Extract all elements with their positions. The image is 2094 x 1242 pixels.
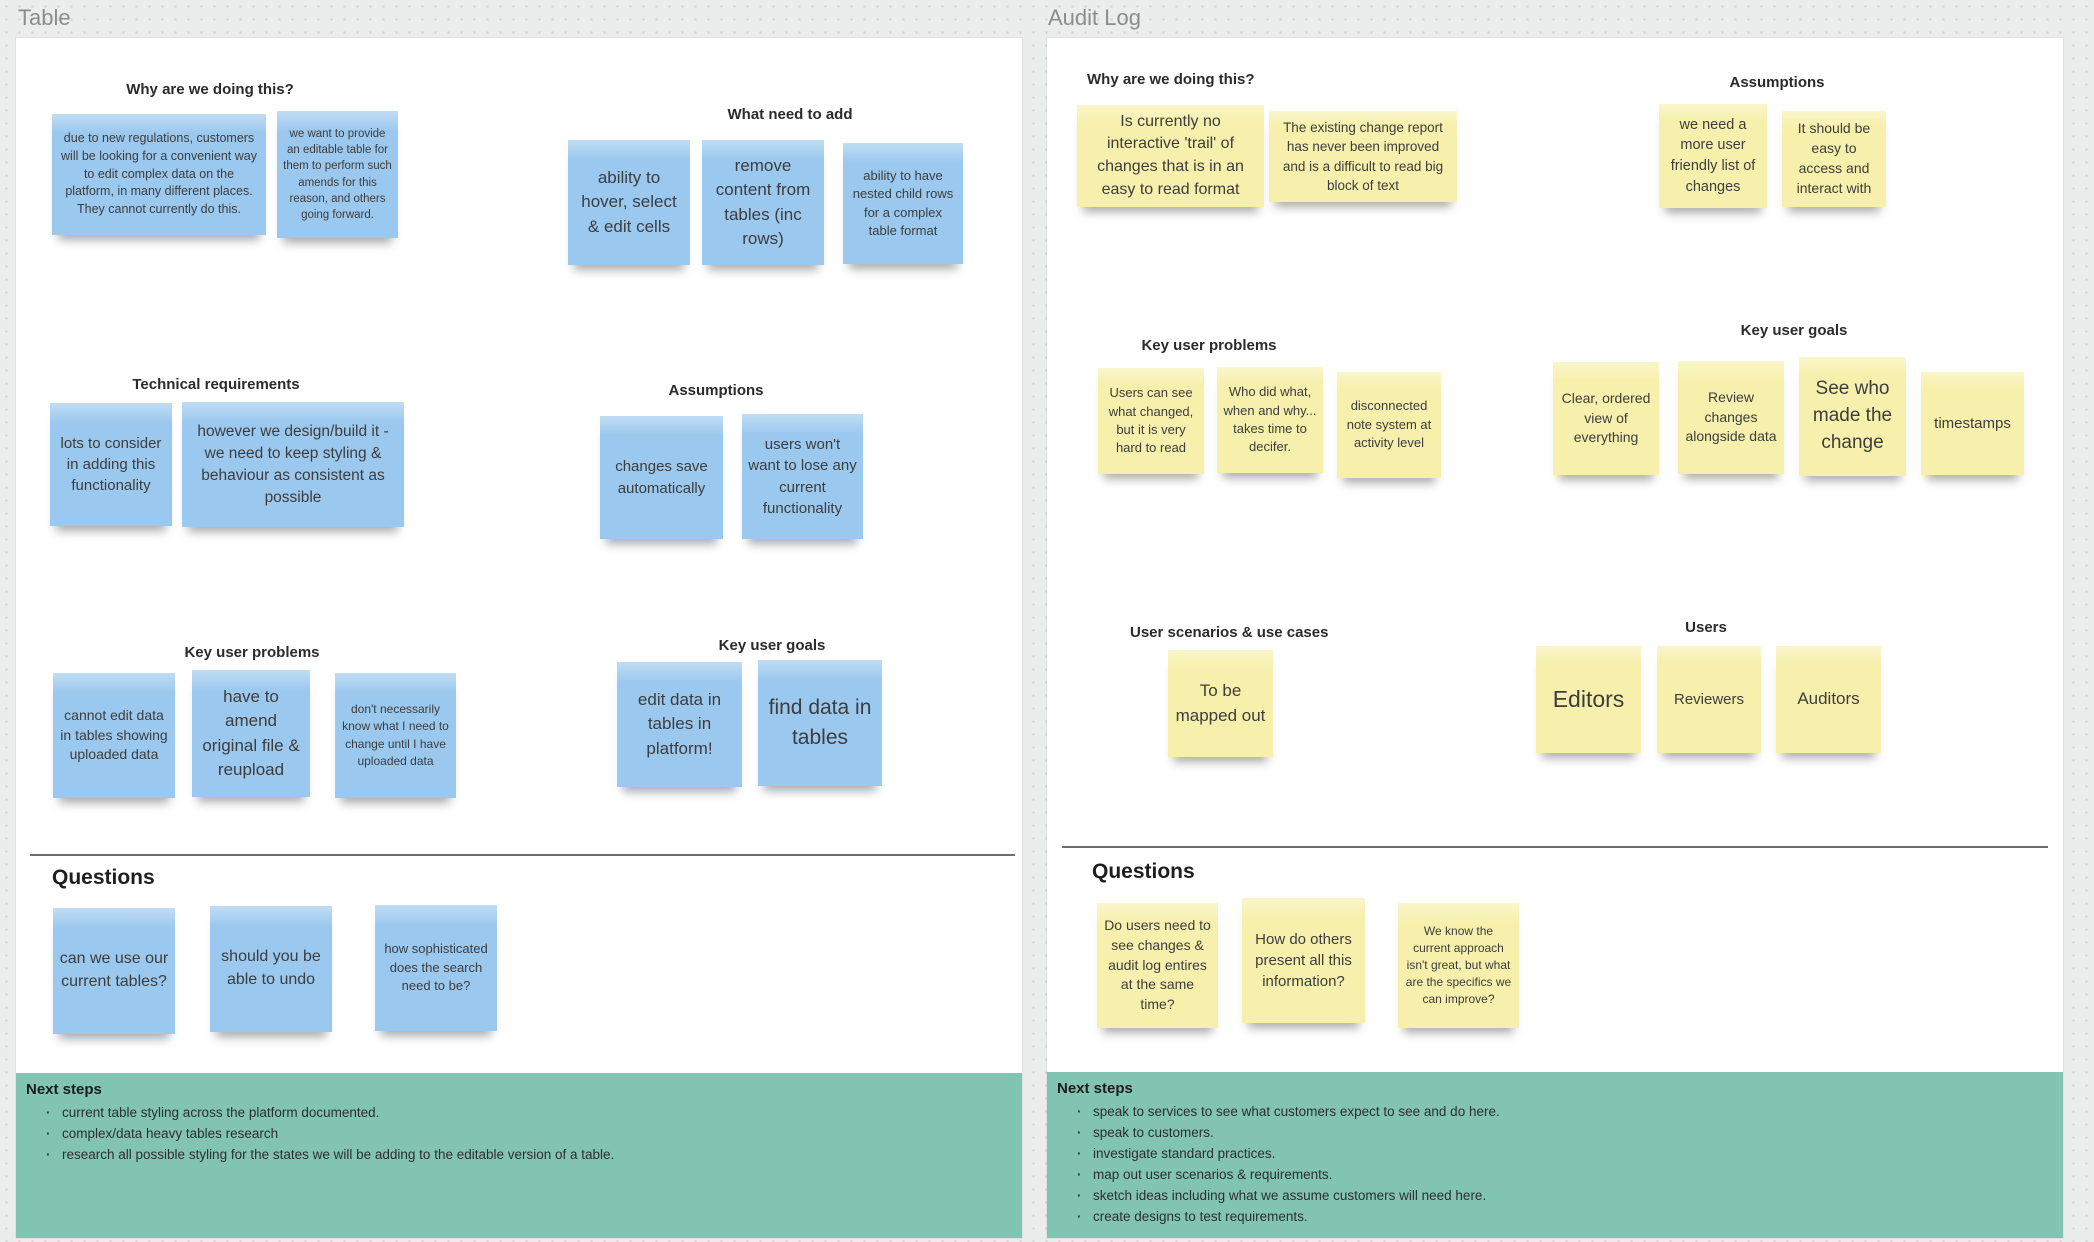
- note-audit-goal-2[interactable]: Review changes alongside data: [1678, 361, 1784, 474]
- note-table-question-1[interactable]: can we use our current tables?: [53, 908, 175, 1034]
- note-table-question-3[interactable]: how sophisticated does the search need t…: [375, 905, 497, 1031]
- note-audit-why-1[interactable]: Is currently no interactive 'trail' of c…: [1077, 105, 1264, 207]
- heading-audit-next-steps: Next steps: [1057, 1080, 1133, 1097]
- divider-table-questions[interactable]: [30, 854, 1015, 856]
- note-table-problem-3[interactable]: don't necessarily know what I need to ch…: [335, 673, 456, 798]
- note-table-why-1[interactable]: due to new regulations, customers will b…: [52, 114, 266, 235]
- heading-audit-why[interactable]: Why are we doing this?: [1087, 71, 1255, 88]
- heading-table-what-add[interactable]: What need to add: [727, 106, 853, 123]
- next-step-item: map out user scenarios & requirements.: [1077, 1164, 2051, 1185]
- frame-audit-log[interactable]: [1047, 38, 2063, 1238]
- panel-audit-next-steps[interactable]: Next steps speak to services to see what…: [1047, 1072, 2063, 1238]
- note-audit-goal-1[interactable]: Clear, ordered view of everything: [1553, 362, 1659, 475]
- note-table-goal-1[interactable]: edit data in tables in platform!: [617, 662, 742, 787]
- note-table-question-2[interactable]: should you be able to undo: [210, 906, 332, 1032]
- note-audit-user-auditors[interactable]: Auditors: [1776, 646, 1881, 753]
- list-audit-next-steps: speak to services to see what customers …: [1057, 1101, 2051, 1227]
- note-table-add-3[interactable]: ability to have nested child rows for a …: [843, 143, 963, 264]
- heading-table-assumptions[interactable]: Assumptions: [668, 382, 764, 399]
- note-table-assumption-1[interactable]: changes save automatically: [600, 416, 723, 539]
- note-table-tech-1[interactable]: lots to consider in adding this function…: [50, 403, 172, 526]
- note-audit-why-2[interactable]: The existing change report has never bee…: [1269, 111, 1457, 202]
- note-audit-user-reviewers[interactable]: Reviewers: [1657, 646, 1761, 753]
- next-step-item: complex/data heavy tables research: [46, 1123, 1010, 1144]
- heading-table-questions[interactable]: Questions: [52, 866, 155, 889]
- note-audit-problem-1[interactable]: Users can see what changed, but it is ve…: [1098, 368, 1204, 474]
- note-audit-assumption-2[interactable]: It should be easy to access and interact…: [1782, 111, 1886, 207]
- next-step-item: investigate standard practices.: [1077, 1143, 2051, 1164]
- panel-table-next-steps[interactable]: Next steps current table styling across …: [16, 1073, 1022, 1238]
- heading-audit-questions[interactable]: Questions: [1092, 860, 1195, 883]
- frame-title-table[interactable]: Table: [18, 5, 71, 30]
- note-audit-question-1[interactable]: Do users need to see changes & audit log…: [1097, 903, 1218, 1028]
- next-step-item: speak to services to see what customers …: [1077, 1101, 2051, 1122]
- heading-table-problems[interactable]: Key user problems: [184, 644, 320, 661]
- heading-table-goals[interactable]: Key user goals: [718, 637, 826, 654]
- note-audit-assumption-1[interactable]: we need a more user friendly list of cha…: [1659, 104, 1767, 208]
- note-audit-goal-3[interactable]: See who made the change: [1799, 357, 1906, 476]
- list-table-next-steps: current table styling across the platfor…: [26, 1102, 1010, 1165]
- next-step-item: research all possible styling for the st…: [46, 1144, 1010, 1165]
- note-table-tech-2[interactable]: however we design/build it - we need to …: [182, 402, 404, 527]
- note-table-add-1[interactable]: ability to hover, select & edit cells: [568, 140, 690, 265]
- heading-audit-assumptions[interactable]: Assumptions: [1729, 74, 1825, 91]
- note-audit-question-2[interactable]: How do others present all this informati…: [1242, 898, 1365, 1023]
- frame-title-audit-log[interactable]: Audit Log: [1048, 5, 1141, 30]
- divider-audit-questions[interactable]: [1062, 846, 2048, 848]
- note-table-assumption-2[interactable]: users won't want to lose any current fun…: [742, 414, 863, 539]
- heading-table-next-steps: Next steps: [26, 1081, 102, 1098]
- note-table-goal-2[interactable]: find data in tables: [758, 660, 882, 786]
- next-step-item: speak to customers.: [1077, 1122, 2051, 1143]
- note-table-problem-1[interactable]: cannot edit data in tables showing uploa…: [53, 673, 175, 798]
- note-audit-question-3[interactable]: We know the current approach isn't great…: [1398, 903, 1519, 1028]
- note-audit-goal-4[interactable]: timestamps: [1921, 372, 2024, 475]
- note-audit-problem-3[interactable]: disconnected note system at activity lev…: [1337, 372, 1441, 478]
- note-table-add-2[interactable]: remove content from tables (inc rows): [702, 140, 824, 265]
- next-step-item: create designs to test requirements.: [1077, 1206, 2051, 1227]
- note-audit-user-editors[interactable]: Editors: [1536, 646, 1641, 753]
- note-table-why-2[interactable]: we want to provide an editable table for…: [277, 111, 398, 238]
- next-step-item: sketch ideas including what we assume cu…: [1077, 1185, 2051, 1206]
- note-audit-scenario-1[interactable]: To be mapped out: [1168, 650, 1273, 757]
- note-audit-problem-2[interactable]: Who did what, when and why... takes time…: [1217, 367, 1323, 473]
- next-step-item: current table styling across the platfor…: [46, 1102, 1010, 1123]
- heading-audit-scenarios[interactable]: User scenarios & use cases: [1130, 624, 1329, 641]
- heading-table-why[interactable]: Why are we doing this?: [126, 81, 294, 98]
- note-table-problem-2[interactable]: have to amend original file & reupload: [192, 670, 310, 797]
- heading-table-tech[interactable]: Technical requirements: [132, 376, 300, 393]
- heading-audit-goals[interactable]: Key user goals: [1740, 322, 1848, 339]
- heading-audit-problems[interactable]: Key user problems: [1141, 337, 1277, 354]
- heading-audit-users[interactable]: Users: [1685, 619, 1727, 636]
